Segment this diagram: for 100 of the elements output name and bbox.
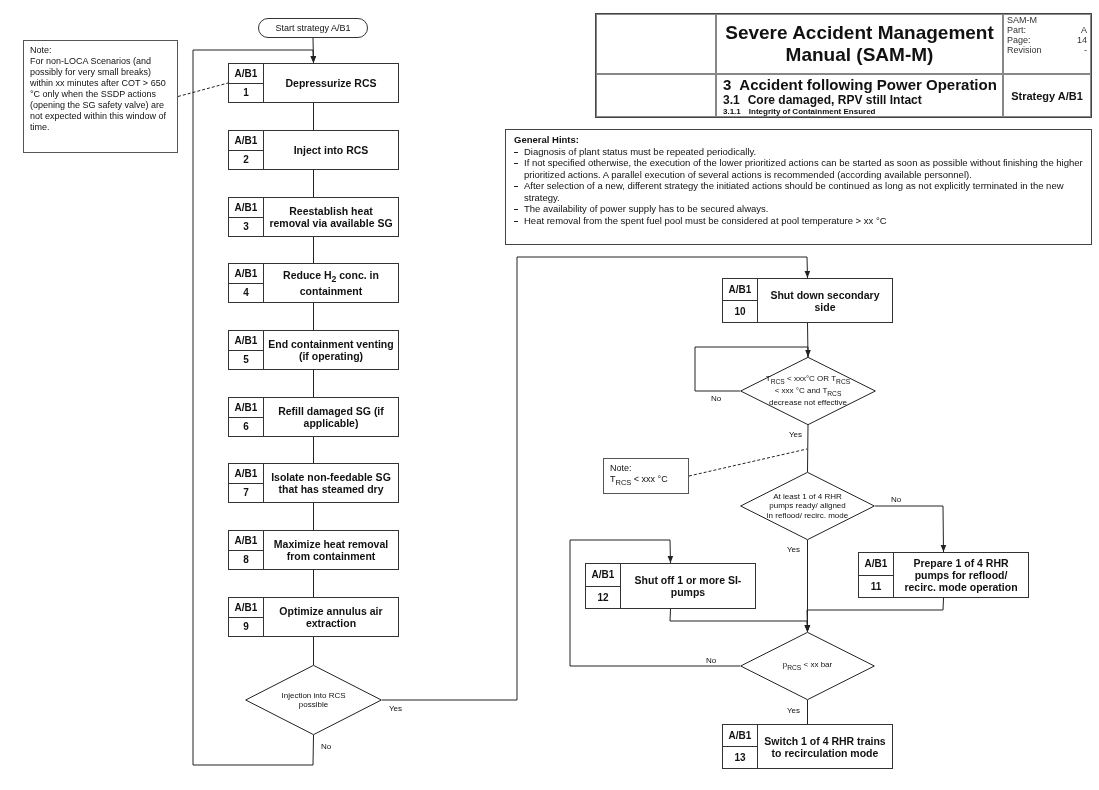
step-number: 5 [242, 353, 250, 368]
arrow [192, 49, 317, 766]
arrow [381, 256, 811, 701]
action-box [228, 463, 399, 503]
step-code: A/B1 [859, 553, 893, 576]
arrow [874, 505, 947, 553]
edge-label: Yes [786, 706, 802, 715]
step-number: 11 [869, 579, 883, 594]
document-title: Severe Accident Management Manual (SAM-M) [724, 22, 995, 66]
connector-line [313, 502, 314, 531]
note-text: T$_{RCS}$ < xxx °C [610, 474, 669, 488]
meta-value: A [1081, 25, 1087, 35]
step-number: 13 [733, 751, 747, 765]
connector-line [807, 699, 808, 725]
meta-label: Revision [1007, 45, 1042, 55]
connector-line [313, 569, 314, 598]
action-box [228, 597, 399, 637]
connector-line [313, 436, 314, 464]
connector-line [807, 322, 809, 358]
strategy-label: Strategy A/B1 [1011, 89, 1083, 102]
step-number: 7 [242, 486, 250, 501]
edge-label: Yes [786, 545, 802, 554]
action-box [228, 63, 399, 103]
terminal-text: Start strategy A/B1 [275, 23, 351, 33]
step-number: 2 [242, 153, 250, 168]
action-box [722, 278, 893, 323]
step-number: 10 [733, 305, 747, 319]
edge-label: Yes [388, 704, 404, 713]
action-box [228, 530, 399, 570]
meta-label: Page: [1007, 35, 1031, 45]
meta-value: 14 [1077, 35, 1087, 45]
meta-label: SAM-M [1007, 15, 1037, 25]
connector-line [313, 102, 314, 131]
action-box [585, 563, 756, 609]
action-box [722, 724, 893, 769]
hint-text: Heat removal from the spent fuel pool must be considered at pool temperature > xx °C [524, 214, 887, 226]
step-code: A/B1 [723, 279, 757, 301]
step-code: A/B1 [229, 398, 263, 418]
connector-line [313, 236, 314, 264]
step-code: A/B1 [229, 531, 263, 551]
action-box [228, 397, 399, 437]
action-text: Refill damaged SG (if applicable) [277, 405, 385, 429]
step-number: 8 [242, 553, 250, 568]
action-box [228, 130, 399, 170]
step-code: A/B1 [229, 64, 263, 84]
decision-diamond [245, 665, 382, 735]
step-code: A/B1 [586, 564, 620, 587]
meta-label: Part: [1007, 25, 1026, 35]
arrow [569, 539, 741, 667]
note-box [23, 40, 178, 153]
decision-diamond [740, 472, 875, 540]
step-code: A/B1 [229, 331, 263, 351]
action-text: Optimize annulus air extraction [278, 605, 384, 629]
edge-label: No [710, 394, 723, 403]
start-terminal [258, 18, 368, 38]
section-number: 3 [723, 75, 732, 93]
hint-text: Diagnosis of plant status must be repeated periodically. [524, 145, 757, 157]
action-box [228, 197, 399, 237]
action-text: Prepare 1 of 4 RHR pumps for reflood/ recirc. mode operation [903, 557, 1019, 593]
leader-line [177, 82, 229, 97]
action-text: Maximize heat removal from containment [272, 538, 390, 562]
connector-line [313, 169, 314, 198]
decision-text: T$_{RCS}$ < xxx°C OR T$_{RCS}$ < xxx °C and T$_{RCS}$ decrease not effective [765, 374, 851, 408]
leader-line [688, 448, 808, 477]
connector-line [313, 302, 314, 331]
section-number: 3.1.1 [723, 106, 741, 116]
connector-line [313, 636, 314, 666]
section-number: 3.1 [723, 92, 740, 107]
hint-text: The availability of power supply has to be secured always. [524, 203, 769, 215]
action-text: Switch 1 of 4 RHR trains to recirculation mode [763, 734, 887, 759]
step-number: 12 [596, 590, 610, 605]
action-text: Shut off 1 or more SI-pumps [633, 574, 743, 598]
section-heading: Core damaged, RPV still Intact [747, 92, 922, 107]
section-heading: Integrity of Containment Ensured [748, 106, 876, 116]
step-code: A/B1 [229, 598, 263, 618]
note-heading: Note: [30, 45, 53, 56]
edge-label: No [705, 656, 718, 665]
decision-diamond [740, 632, 875, 700]
action-text: Inject into RCS [292, 144, 370, 156]
step-number: 4 [242, 286, 250, 301]
decision-text: At least 1 of 4 RHR pumps ready/ aligned in reflood/ recirc. mode [765, 491, 850, 521]
step-code: A/B1 [229, 198, 263, 218]
hint-text: If not specified otherwise, the execution of the lower prioritized actions can be started as soon as possible without finishing the higher prioritized actions. A parallel execution of several actions is recommended (according available personnel). [524, 157, 1083, 180]
decision-diamond [740, 357, 876, 425]
action-text: Depressurize RCS [284, 77, 378, 89]
step-number: 3 [242, 220, 250, 235]
action-text: Shut down secondary side [769, 288, 881, 313]
step-number: 9 [242, 620, 250, 635]
step-code: A/B1 [229, 464, 263, 484]
step-code: A/B1 [723, 725, 757, 747]
arrow [694, 346, 811, 392]
action-box [858, 552, 1029, 598]
decision-text: Injection into RCS possible [280, 690, 347, 710]
action-text: Isolate non-feedable SG that has steamed dry [270, 471, 392, 495]
action-text: Reduce H$_{2}$ conc. in containment [282, 269, 380, 297]
edge-label: No [320, 742, 333, 751]
meta-value: - [1084, 45, 1087, 55]
action-box [228, 263, 399, 303]
action-text: Reestablish heat removal via available SG [268, 205, 394, 229]
section-heading: Accident following Power Operation [739, 75, 997, 93]
